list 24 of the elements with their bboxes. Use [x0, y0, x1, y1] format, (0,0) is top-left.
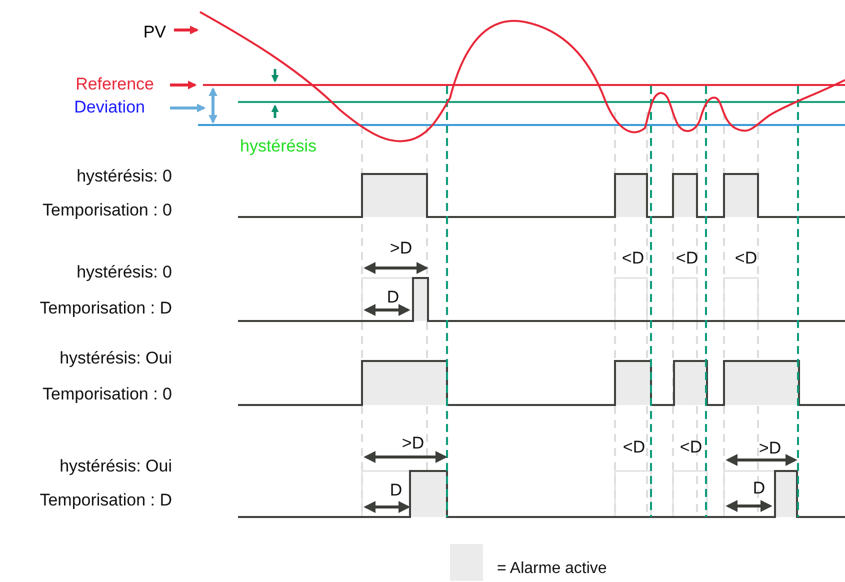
condition-label: Temporisation : 0	[42, 202, 172, 218]
legend-label: = Alarme active	[497, 558, 607, 578]
condition-label: hystérésis: Oui	[60, 458, 172, 474]
duration-label: D	[386, 288, 400, 306]
duration-label: <D	[676, 250, 698, 266]
signal-label: hystérésis	[240, 138, 317, 154]
duration-label: >D	[758, 440, 782, 456]
signal-label: Reference	[76, 76, 154, 92]
condition-label: Temporisation : D	[40, 300, 172, 316]
duration-label: <D	[622, 438, 646, 456]
condition-label: Temporisation : D	[40, 492, 172, 508]
duration-label: <D	[622, 250, 644, 266]
condition-label: hystérésis: 0	[76, 168, 172, 184]
condition-label: hystérésis: Oui	[60, 350, 172, 366]
condition-label: hystérésis: 0	[76, 264, 172, 280]
duration-label: D	[752, 480, 766, 496]
duration-label: <D	[734, 250, 758, 266]
condition-label: Temporisation : 0	[42, 386, 172, 402]
duration-label: >D	[402, 434, 424, 452]
duration-label: >D	[390, 240, 412, 256]
duration-label: D	[390, 482, 402, 498]
signal-label: PV	[143, 24, 166, 40]
signal-label: Deviation	[74, 98, 145, 116]
duration-label: <D	[680, 438, 702, 456]
